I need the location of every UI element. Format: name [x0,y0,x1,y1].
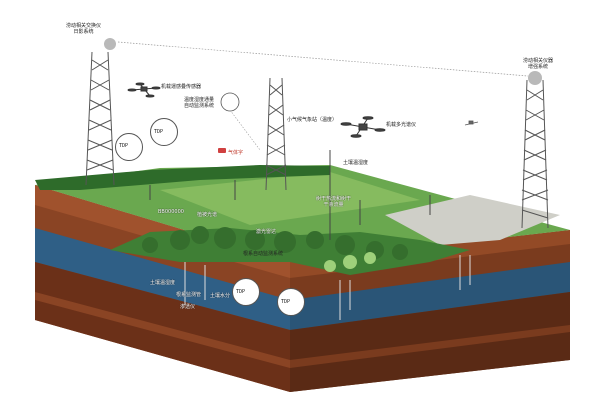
label-lidar: 激光雷达 [256,229,277,235]
label-root-obs: 根系监测管 [176,292,202,298]
tower-middle [265,77,287,191]
label-weather-station: 小气候气象站（温度） [287,117,338,123]
label-soil-right: 土壤温湿度 [343,160,369,166]
tdp-label-b: TDP [154,129,164,135]
label-tower-right: 涝动相关仪器 增强系统 [523,58,554,70]
tower-right [521,79,549,229]
label-plant-obs: 植被光谱 [197,212,218,218]
soil-probes [184,255,471,320]
tower-link-dotted [117,41,529,77]
left-water-layer [35,228,290,330]
tdp-bubble-d [277,288,305,316]
tower-left-instrument [104,38,116,50]
label-bottom-mid: 根系自动监测系统 [243,251,284,257]
label-drone-left: 机载運感叠传感器 [161,84,202,90]
label-sensor-mid: 温度湿度通量 自动监测系统 [184,97,215,109]
tdp-bubble-c [232,278,260,306]
tdp-label-c: TDP [236,289,246,295]
sensor-link-dotted [229,109,261,151]
label-soil-profile: 土壤水分 [210,293,231,299]
tdp-bubble-b [150,118,178,146]
label-plot-id: BB000000 [158,209,184,215]
right-stripe [290,325,570,368]
grass-light-patch [160,172,420,225]
tdp-bubble-a [115,133,143,161]
drone-left-icon [127,82,161,98]
tdp-label-d: TDP [281,299,291,305]
label-soil-left: 土壤温湿度 [150,280,176,286]
right-deep-layer [290,292,570,392]
right-water-layer [290,262,570,330]
paved-area [385,195,560,245]
tower-right-instrument [528,71,542,85]
mid-sensor-bubble [220,92,240,112]
back-forest [35,165,330,190]
label-red-device: 气体字 [228,150,244,156]
drone-small-icon [464,120,479,126]
field-sensor-poles [149,150,431,240]
label-tower-left: 涝动相关交换仪 日影系统 [66,23,102,35]
label-canopy-sensor: 树干热流和树干 干液流量 [316,196,352,208]
birch-trees [324,252,376,272]
red-device-icon [218,148,226,153]
tdp-label-a: TDP [119,143,129,149]
tower-left [85,51,115,186]
drone-right-icon [340,116,386,138]
left-stripe [35,292,290,368]
label-depth: 渗透仪 [180,304,196,310]
label-drone-right: 机载多光谱仪 [386,122,417,128]
